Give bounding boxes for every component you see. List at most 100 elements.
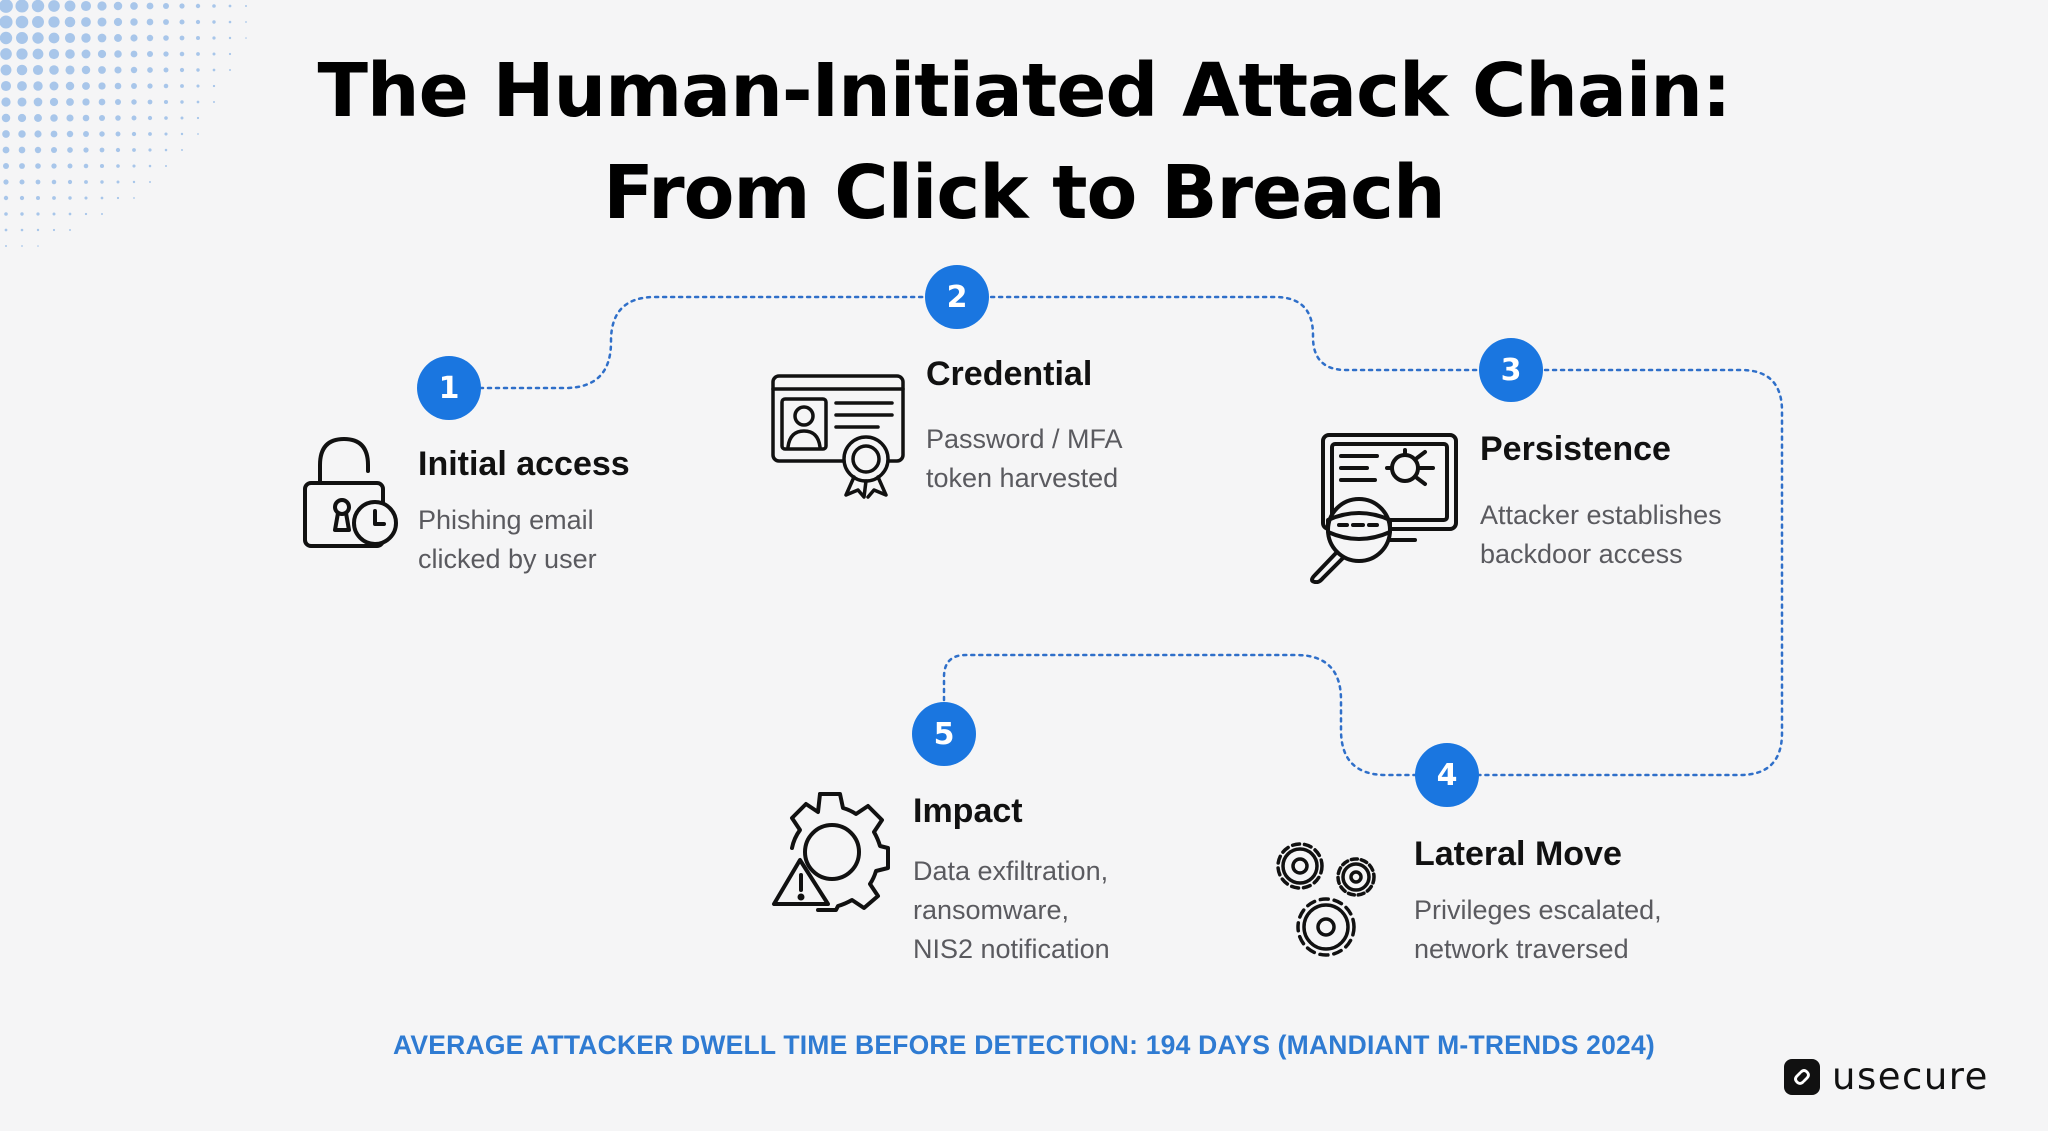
logo-mark-icon <box>1784 1058 1820 1095</box>
dot <box>163 51 169 57</box>
dot <box>180 100 184 104</box>
dot <box>131 83 137 89</box>
title-line-1: The Human-Initiated Attack Chain: <box>317 48 1731 134</box>
dot <box>115 147 121 153</box>
dot <box>114 98 122 106</box>
dot <box>163 83 169 89</box>
dot <box>16 48 28 60</box>
padlock-clock-icon <box>303 437 398 548</box>
gear-warning-icon <box>772 792 890 912</box>
page-title: The Human-Initiated Attack Chain: From C… <box>0 40 2048 244</box>
dot <box>83 131 89 137</box>
dot <box>101 213 103 215</box>
dot <box>147 83 153 89</box>
dot <box>212 36 216 40</box>
step-5-title: Impact <box>913 792 1023 830</box>
dot <box>163 35 169 41</box>
dot <box>67 179 73 185</box>
dot <box>196 84 200 88</box>
dot <box>52 196 56 200</box>
dot <box>181 149 183 151</box>
dot <box>131 99 137 105</box>
dot <box>20 228 24 232</box>
dot <box>17 81 27 91</box>
dot <box>84 180 88 184</box>
dot <box>148 132 152 136</box>
dot <box>48 32 60 44</box>
step-4-description: Privileges escalated, network traversed <box>1414 895 1662 964</box>
dot <box>35 179 41 185</box>
dot <box>146 2 154 10</box>
dot <box>179 19 185 25</box>
dot <box>0 64 12 76</box>
dot <box>35 163 41 169</box>
dot <box>81 33 91 43</box>
dot <box>21 245 23 247</box>
dot <box>3 195 9 201</box>
step-5-description: Data exfiltration, ransomware, NIS2 noti… <box>913 856 1110 964</box>
dot <box>51 163 57 169</box>
dot <box>116 180 120 184</box>
dot <box>19 195 25 201</box>
dot <box>212 52 216 56</box>
dot <box>4 228 8 232</box>
dot <box>131 131 137 137</box>
dot <box>34 130 42 138</box>
dot <box>16 64 28 76</box>
dot <box>82 82 90 90</box>
brand-name: usecure <box>1832 1055 1989 1098</box>
dot <box>49 65 59 75</box>
id-certificate-icon <box>771 374 905 499</box>
dot <box>81 17 91 27</box>
dot <box>196 116 200 120</box>
step-3-number-badge: 3 <box>1479 338 1543 402</box>
dot <box>115 115 121 121</box>
dot <box>36 228 40 232</box>
dot <box>49 97 59 107</box>
dot <box>49 81 59 91</box>
dot <box>64 16 76 28</box>
dot <box>52 228 56 232</box>
dot <box>32 32 44 44</box>
dot <box>64 32 76 44</box>
dot <box>228 52 232 56</box>
dot <box>146 18 154 26</box>
dot <box>32 48 44 60</box>
dot <box>114 66 122 74</box>
dot <box>18 146 26 154</box>
dot <box>132 180 136 184</box>
dot <box>133 197 135 199</box>
gears-icon <box>1276 842 1376 957</box>
dot <box>64 0 76 12</box>
dot <box>99 131 105 137</box>
dot <box>98 82 106 90</box>
dot <box>0 31 13 45</box>
dot <box>165 165 167 167</box>
dot <box>82 98 90 106</box>
dot <box>68 196 72 200</box>
dot <box>197 133 199 135</box>
dot <box>147 99 153 105</box>
dot <box>51 179 57 185</box>
dot <box>97 49 107 59</box>
step-2-title: Credential <box>926 355 1093 393</box>
dot <box>37 245 39 247</box>
hacker-monitor-icon <box>1310 433 1458 584</box>
dot <box>2 130 10 138</box>
dot <box>212 20 216 24</box>
step-4-title: Lateral Move <box>1414 835 1622 873</box>
dot <box>115 131 121 137</box>
dot <box>163 67 169 73</box>
dot <box>67 147 73 153</box>
dot <box>80 0 92 12</box>
dot <box>1 97 11 107</box>
dot <box>83 163 89 169</box>
dot <box>147 115 153 121</box>
dot <box>97 33 107 43</box>
dot <box>66 130 74 138</box>
dot <box>2 162 10 170</box>
dot <box>132 164 136 168</box>
dot <box>131 115 137 121</box>
dot <box>19 179 25 185</box>
